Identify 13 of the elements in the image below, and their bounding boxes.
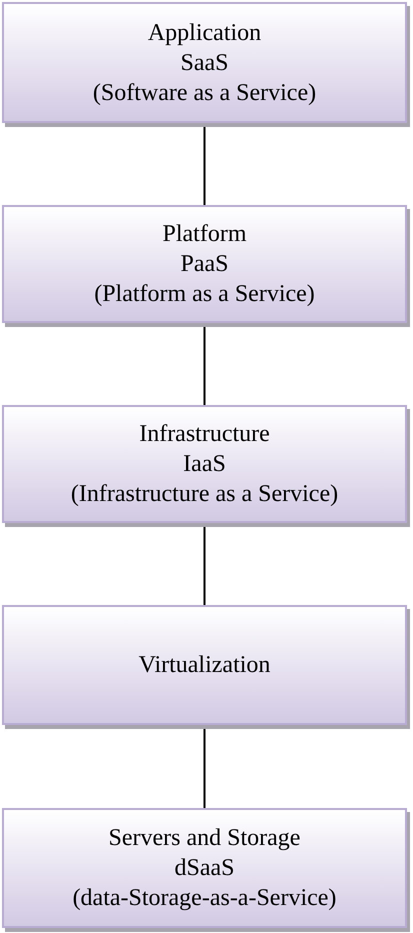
layer-description: (data-Storage-as-a-Service) (72, 884, 336, 913)
layer-name: Servers and Storage (108, 824, 300, 853)
layer-name: Application (148, 18, 262, 48)
layer-name: Infrastructure (139, 420, 270, 449)
layer-description: (Platform as a Service) (94, 280, 315, 309)
layer-acronym: dSaaS (174, 854, 234, 883)
layer-name: Virtualization (138, 651, 270, 680)
layer-acronym: IaaS (183, 450, 226, 479)
layer-description: (Infrastructure as a Service) (70, 480, 338, 509)
layer-name: Platform (162, 220, 246, 249)
layer-acronym: PaaS (180, 250, 228, 279)
layer-description: (Software as a Service) (92, 78, 316, 108)
layer-acronym: SaaS (180, 48, 228, 78)
